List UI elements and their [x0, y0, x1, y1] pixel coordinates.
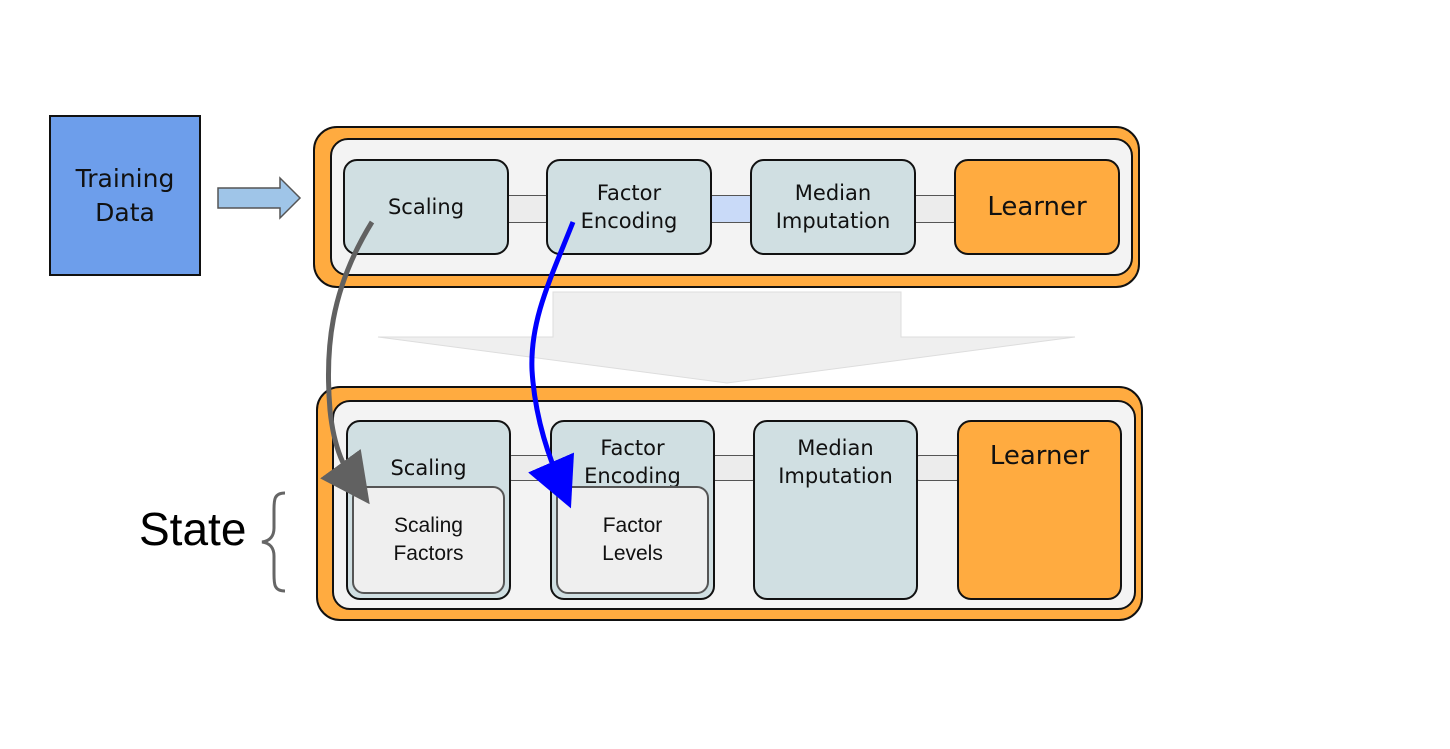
top-factor-encoding-line1: Factor — [596, 181, 662, 205]
state-factor-levels-line1: Factor — [602, 514, 663, 537]
top-step-factor-encoding: Factor Encoding — [546, 159, 712, 255]
bottom-scaling-label: Scaling — [390, 456, 467, 480]
top-median-imputation-line2: Imputation — [775, 209, 891, 233]
top-factor-encoding-line2: Encoding — [580, 209, 678, 233]
bottom-learner-label: Learner — [989, 441, 1090, 471]
state-scaling-factors-line1: Scaling — [394, 514, 463, 537]
top-step-median-imputation: Median Imputation — [750, 159, 916, 255]
training-data-label-line1: Training — [75, 163, 175, 193]
state-scaling-factors: Scaling Factors — [352, 486, 505, 594]
bottom-step-median-imputation: Median Imputation — [753, 420, 918, 600]
top-connector-3 — [908, 195, 962, 223]
state-scaling-factors-line2: Factors — [393, 542, 464, 565]
gray-state-arrow-icon — [320, 220, 375, 505]
state-factor-levels-line2: Levels — [602, 542, 663, 565]
state-factor-levels: Factor Levels — [556, 486, 709, 594]
top-step-learner: Learner — [954, 159, 1120, 255]
state-brace-icon — [261, 491, 286, 593]
bottom-connector-2 — [707, 455, 761, 481]
top-learner-label: Learner — [987, 192, 1087, 222]
training-data-label-line2: Data — [95, 197, 155, 227]
bottom-median-imputation-line1: Median — [797, 436, 874, 460]
bottom-median-imputation-line2: Imputation — [778, 464, 893, 488]
top-median-imputation-line1: Median — [794, 181, 872, 205]
top-scaling-label: Scaling — [387, 195, 465, 219]
top-connector-2 — [704, 195, 758, 223]
bottom-factor-encoding-line2: Encoding — [584, 464, 681, 488]
state-label: State — [139, 503, 247, 555]
input-arrow-icon — [217, 176, 302, 220]
bottom-factor-encoding-line1: Factor — [600, 436, 665, 460]
bottom-step-learner: Learner — [957, 420, 1122, 600]
blue-state-arrow-icon — [528, 221, 576, 509]
training-data-box: Training Data — [49, 115, 201, 276]
transition-arrow-icon — [377, 291, 1076, 384]
top-step-scaling: Scaling — [343, 159, 509, 255]
